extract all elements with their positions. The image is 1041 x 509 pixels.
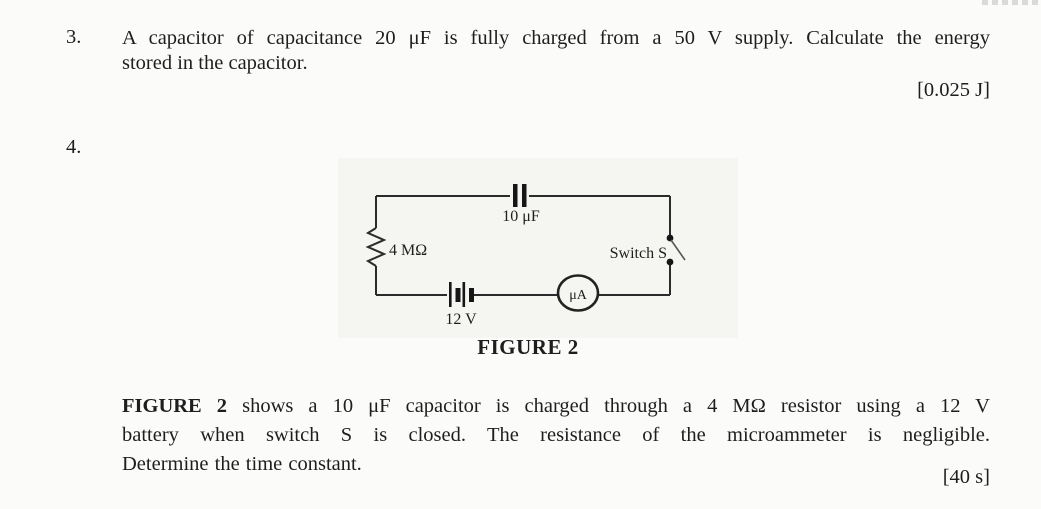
capacitor-symbol [513, 184, 527, 207]
question-4-line-1-rest: shows a 10 μF capacitor is charged throu… [227, 395, 990, 417]
capacitor-plate-right [522, 184, 527, 207]
circuit-svg: μA 10 μF 4 MΩ 12 V Switch S [365, 184, 686, 328]
capacitor-plate-left [513, 184, 518, 207]
page-edge-artifact [982, 0, 1038, 5]
figure-2-caption: FIGURE 2 [477, 335, 579, 359]
question-3-number: 3. [66, 26, 82, 48]
battery-plate-short-1 [455, 288, 461, 302]
question-3-line-2: stored in the capacitor. [122, 52, 308, 74]
battery-plate-long-2 [462, 282, 466, 307]
question-3-text: A capacitor of capacitance 20 μF is full… [122, 26, 990, 76]
ammeter-symbol [556, 274, 600, 312]
resistor-symbol [365, 227, 387, 267]
question-3-answer: [0.025 J] [917, 79, 990, 101]
ammeter-label: μA [569, 288, 588, 303]
circuit-wires [365, 195, 671, 296]
switch-label: Switch S [610, 245, 667, 262]
switch-contact-bottom [666, 258, 674, 266]
question-4-line-2: battery when switch S is closed. The res… [122, 424, 990, 446]
battery-plate-short-2 [469, 288, 474, 302]
question-4-line-1: FIGURE 2 shows a 10 μF capacitor is char… [122, 392, 990, 421]
figure-2-diagram: μA 10 μF 4 MΩ 12 V Switch S [338, 158, 738, 338]
battery-plate-long-1 [449, 282, 452, 307]
question-4-text: FIGURE 2 shows a 10 μF capacitor is char… [122, 392, 990, 479]
question-3-line-1: A capacitor of capacitance 20 μF is full… [122, 27, 990, 49]
battery-symbol [449, 282, 474, 307]
resistor-label: 4 MΩ [389, 242, 427, 259]
capacitor-label: 10 μF [502, 208, 540, 225]
figure-2-reference: FIGURE 2 [122, 395, 228, 417]
switch-symbol [666, 234, 686, 266]
question-4-line-3: Determine the time constant. [122, 453, 362, 475]
battery-label: 12 V [445, 311, 477, 328]
switch-blade [670, 239, 686, 261]
switch-contact-top [666, 234, 674, 242]
question-4-answer: [40 s] [942, 466, 990, 488]
question-4-number: 4. [66, 136, 82, 158]
